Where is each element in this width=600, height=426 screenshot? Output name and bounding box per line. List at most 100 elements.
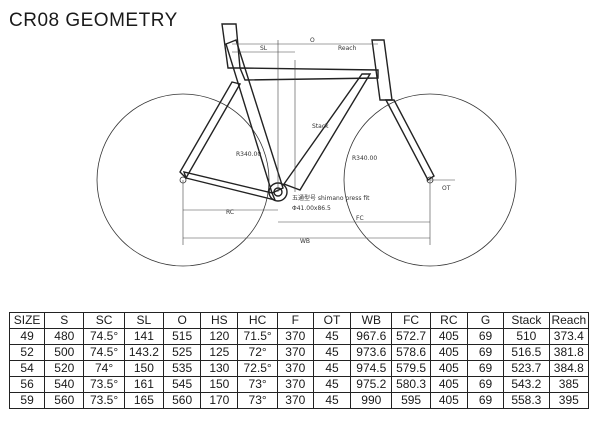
table-cell: 975.2 [350, 376, 393, 393]
table-cell: 69 [466, 328, 505, 345]
table-cell: 45 [312, 344, 352, 361]
table-cell: 370 [276, 392, 314, 409]
table-cell: 595 [391, 392, 431, 409]
label-r340-left: R340.00 [236, 151, 261, 158]
table-cell: 500 [44, 344, 85, 361]
table-cell: 69 [466, 376, 505, 393]
table-cell: 73° [237, 376, 278, 393]
column-header: FC [391, 312, 431, 329]
table-cell: 370 [276, 360, 314, 377]
column-header: SL [123, 312, 165, 329]
table-cell: 74.5° [83, 344, 125, 361]
column-header: SC [83, 312, 125, 329]
column-header: S [44, 312, 85, 329]
column-header: Stack [503, 312, 550, 329]
table-cell: 45 [312, 376, 352, 393]
table-cell: 405 [429, 392, 468, 409]
table-cell: 535 [163, 360, 202, 377]
table-cell: 45 [312, 328, 352, 345]
table-cell: 370 [276, 328, 314, 345]
table-cell: 405 [429, 328, 468, 345]
label-bb-note: 五通型号 shimano press fit [292, 194, 370, 202]
table-cell: 405 [429, 344, 468, 361]
table-cell: 525 [163, 344, 202, 361]
table-cell: 384.8 [548, 360, 590, 377]
label-fc: FC [356, 215, 364, 222]
table-cell: 560 [163, 392, 202, 409]
table-cell: 165 [123, 392, 165, 409]
page-title: CR08 GEOMETRY [9, 10, 178, 31]
table-cell: 520 [44, 360, 85, 377]
table-cell: 150 [123, 360, 165, 377]
table-cell: 69 [466, 360, 505, 377]
column-header: G [466, 312, 505, 329]
table-cell: 578.6 [391, 344, 431, 361]
table-cell: 543.2 [503, 376, 550, 393]
table-cell: 49 [8, 328, 46, 345]
table-cell: 580.3 [391, 376, 431, 393]
table-cell: 72.5° [237, 360, 278, 377]
column-header: SIZE [8, 312, 46, 329]
table-cell: 74° [83, 360, 125, 377]
table-cell: 558.3 [503, 392, 550, 409]
table-cell: 73.5° [83, 376, 125, 393]
bike-frame-drawing: SL O Reach Stack R340.00 R340.00 五通型号 sh… [96, 23, 517, 267]
column-header: OT [312, 312, 352, 329]
table-cell: 370 [276, 344, 314, 361]
table-cell: 510 [503, 328, 550, 345]
table-cell: 373.4 [548, 328, 590, 345]
table-cell: 480 [44, 328, 85, 345]
label-stack: Stack [312, 123, 329, 130]
table-cell: 150 [200, 376, 239, 393]
label-ot: OT [442, 185, 451, 192]
table-cell: 974.5 [350, 360, 393, 377]
table-cell: 69 [466, 392, 505, 409]
table-cell: 71.5° [237, 328, 278, 345]
table-cell: 370 [276, 376, 314, 393]
table-cell: 125 [200, 344, 239, 361]
table-cell: 405 [429, 376, 468, 393]
table-cell: 59 [8, 392, 46, 409]
column-header: O [163, 312, 202, 329]
label-r340-right: R340.00 [352, 155, 377, 162]
table-cell: 381.8 [548, 344, 590, 361]
table-cell: 385 [548, 376, 590, 393]
table-cell: 130 [200, 360, 239, 377]
table-cell: 72° [237, 344, 278, 361]
front-wheel [343, 93, 517, 267]
column-header: HS [200, 312, 239, 329]
column-header: Reach [548, 312, 590, 329]
dimension-lines [182, 40, 455, 245]
table-cell: 572.7 [391, 328, 431, 345]
table-cell: 54 [8, 360, 46, 377]
table-cell: 161 [123, 376, 165, 393]
table-cell: 515 [163, 328, 202, 345]
column-header: F [276, 312, 314, 329]
table-cell: 74.5° [83, 328, 125, 345]
table-cell: 405 [429, 360, 468, 377]
frame [179, 23, 435, 202]
table-cell: 52 [8, 344, 46, 361]
rear-wheel [96, 93, 270, 267]
table-cell: 560 [44, 392, 85, 409]
table-cell: 69 [466, 344, 505, 361]
table-cell: 395 [548, 392, 590, 409]
table-cell: 45 [312, 360, 352, 377]
column-header: HC [237, 312, 278, 329]
table-cell: 120 [200, 328, 239, 345]
table-cell: 973.6 [350, 344, 393, 361]
table-cell: 579.5 [391, 360, 431, 377]
table-cell: 73° [237, 392, 278, 409]
column-header: RC [429, 312, 468, 329]
column-header: WB [350, 312, 393, 329]
table-cell: 523.7 [503, 360, 550, 377]
label-reach: Reach [338, 45, 357, 52]
table-cell: 141 [123, 328, 165, 345]
table-cell: 56 [8, 376, 46, 393]
label-sl: SL [260, 45, 268, 52]
